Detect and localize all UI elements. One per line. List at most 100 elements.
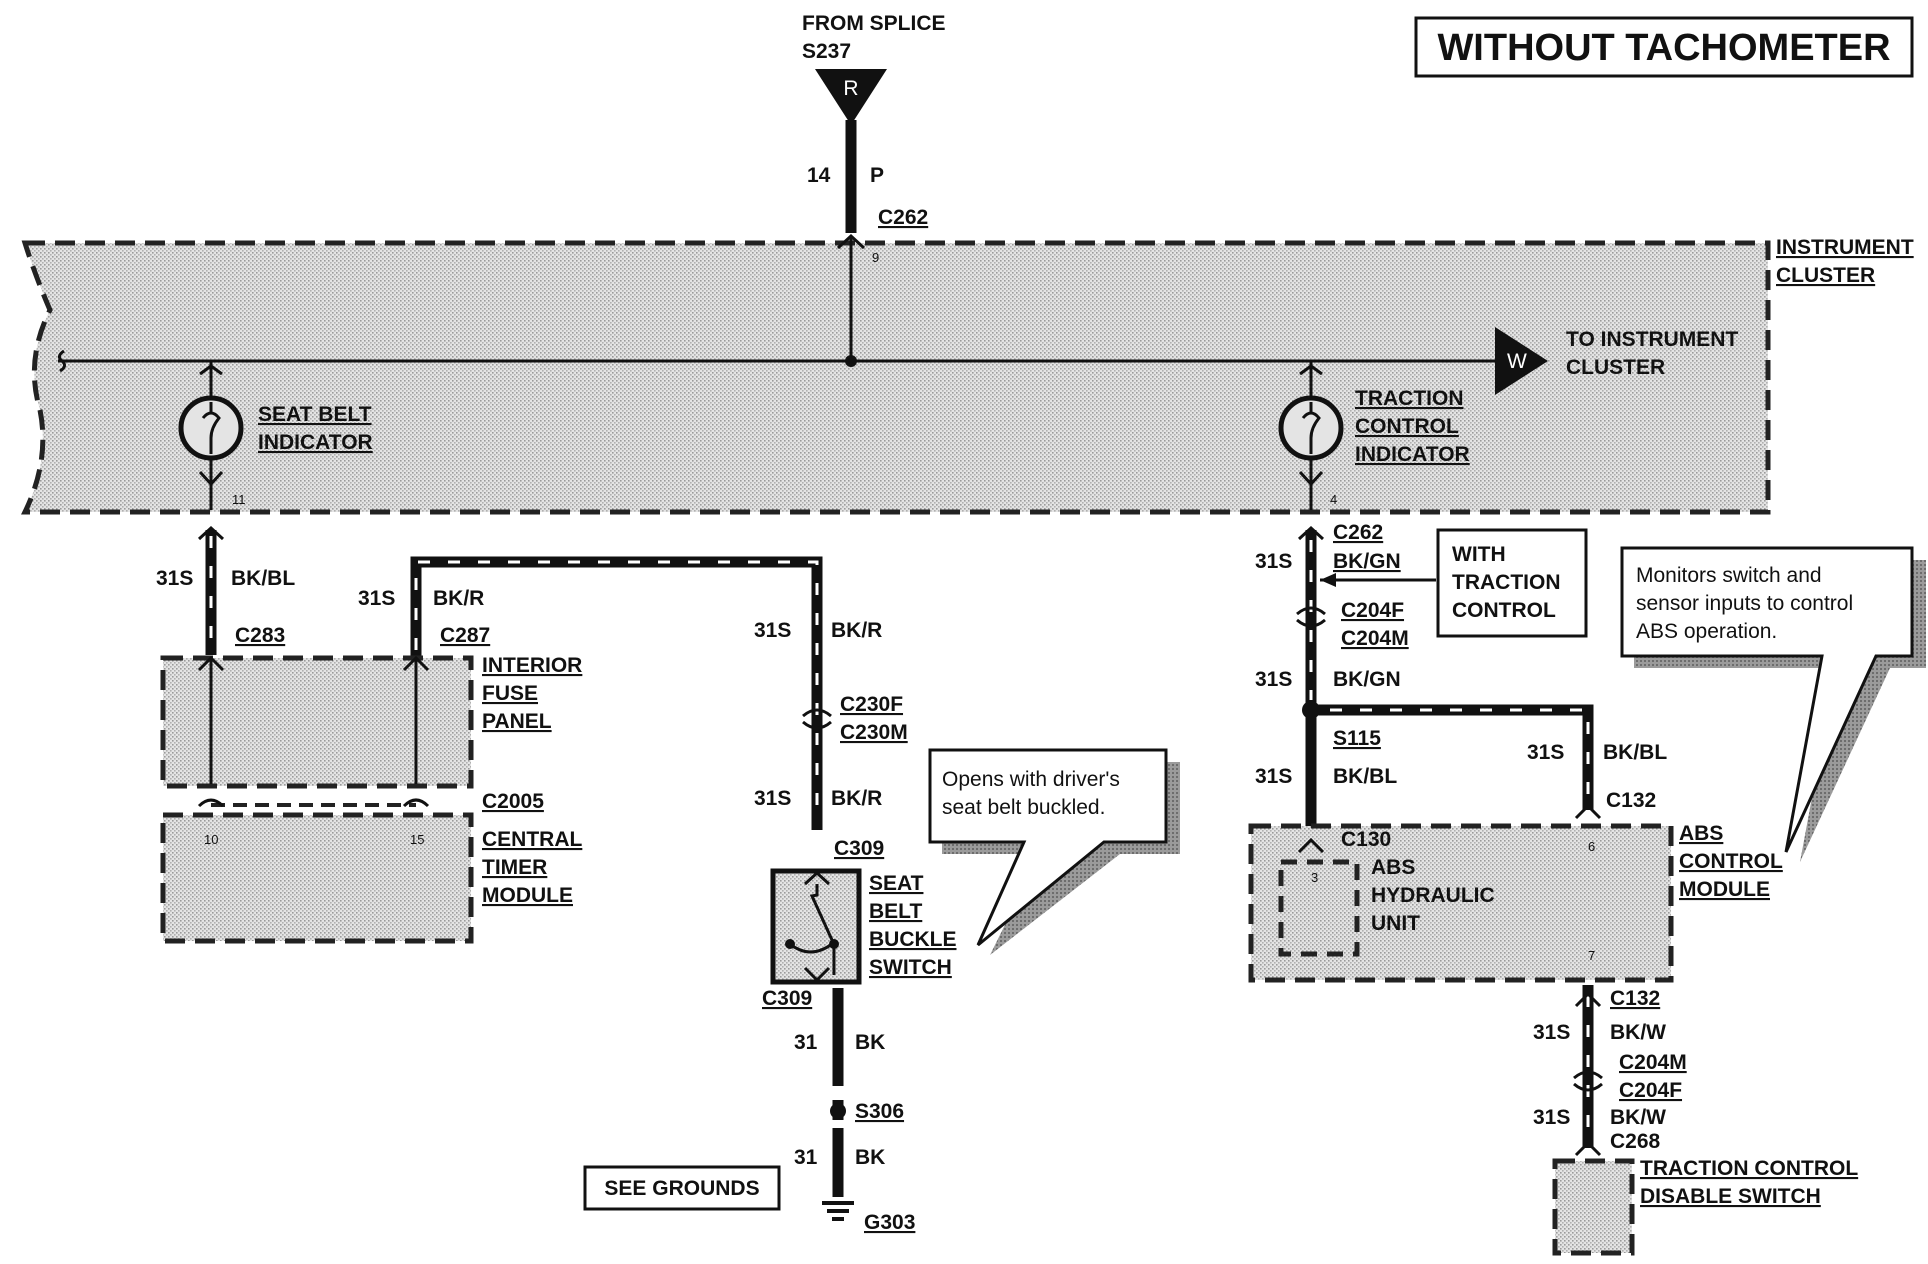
buckle-wire-b-color: BK/R bbox=[831, 787, 882, 810]
c230f-label: C230F bbox=[840, 693, 903, 716]
central-timer-module bbox=[160, 812, 474, 944]
tc-indicator-label-1: TRACTION bbox=[1355, 387, 1464, 410]
c262-lower-connector-icon bbox=[1297, 525, 1325, 541]
c283-connector-icon bbox=[197, 525, 225, 541]
with-tc-label-3: CONTROL bbox=[1452, 599, 1556, 622]
cluster-exit-marker-label: W bbox=[1507, 350, 1527, 373]
switch-contact-dot-b bbox=[829, 939, 839, 949]
title: WITHOUT TACHOMETER bbox=[1437, 27, 1890, 69]
hydraulic-label-2: HYDRAULIC bbox=[1371, 884, 1495, 907]
tc-indicator-label-3: INDICATOR bbox=[1355, 443, 1470, 466]
tc-lamp-icon bbox=[1278, 395, 1344, 461]
hydraulic-label-3: UNIT bbox=[1371, 912, 1420, 935]
bus-junction bbox=[845, 355, 857, 367]
right-wire4-circuit: 31S bbox=[1527, 741, 1564, 764]
switch-fork-bottom bbox=[803, 966, 831, 983]
hydraulic-label-1: ABS bbox=[1371, 856, 1415, 879]
buckle-wire-a-color: BK/R bbox=[831, 619, 882, 642]
fuse-panel-fork-a bbox=[197, 655, 225, 672]
c2005-connector-b bbox=[402, 798, 430, 808]
timer-pin-a: 10 bbox=[204, 832, 218, 847]
right-wire3-circuit: 31S bbox=[1255, 765, 1292, 788]
tc-switch-label-2: DISABLE SWITCH bbox=[1640, 1185, 1821, 1208]
c132-top-label: C132 bbox=[1606, 789, 1656, 812]
switch-label-3: BUCKLE bbox=[869, 928, 957, 951]
c230m-label: C230M bbox=[840, 721, 908, 744]
c262-top: C262 bbox=[878, 206, 928, 229]
c283-label: C283 bbox=[235, 624, 285, 647]
fuse-panel-fork-b bbox=[402, 655, 430, 672]
c268-label: C268 bbox=[1610, 1130, 1661, 1153]
cluster-exit-marker bbox=[1495, 327, 1548, 395]
c287-label: C287 bbox=[440, 624, 490, 647]
wire-c287-circuit: 31S bbox=[358, 587, 395, 610]
tc-lamp-fork-bottom bbox=[1298, 470, 1324, 487]
abs-module-label-1: ABS bbox=[1679, 822, 1723, 845]
cluster-exit-1: TO INSTRUMENT bbox=[1566, 328, 1738, 351]
c204f-lower-label: C204F bbox=[1619, 1079, 1682, 1102]
buckle-callout-2: seat belt buckled. bbox=[942, 796, 1105, 819]
abs-hydraulic-unit bbox=[1278, 859, 1360, 957]
right-wire6-color: BK/W bbox=[1610, 1106, 1666, 1129]
ground-wire-d-circuit: 31 bbox=[794, 1146, 818, 1169]
abs-callout-3: ABS operation. bbox=[1636, 620, 1777, 643]
c309-bottom-label: C309 bbox=[762, 987, 812, 1010]
source-wire-color: P bbox=[870, 164, 884, 187]
cluster-exit-2: CLUSTER bbox=[1566, 356, 1665, 379]
ground-wire-c-circuit: 31 bbox=[794, 1031, 818, 1054]
abs-module-pin-in: 6 bbox=[1588, 839, 1595, 854]
seat-belt-lamp-filament bbox=[201, 402, 221, 454]
tc-lamp-filament bbox=[1301, 402, 1321, 454]
see-grounds-box[interactable] bbox=[583, 1165, 781, 1211]
see-grounds-label[interactable]: SEE GROUNDS bbox=[604, 1177, 759, 1200]
c130-connector-icon bbox=[1297, 837, 1325, 854]
source-marker-label: R bbox=[843, 77, 858, 100]
switch-label-4: SWITCH bbox=[869, 956, 952, 979]
fuse-panel-label-1: INTERIOR bbox=[482, 654, 582, 677]
timer-pin-b: 15 bbox=[410, 832, 424, 847]
right-wire3-color: BK/BL bbox=[1333, 765, 1397, 788]
right-wire2-circuit: 31S bbox=[1255, 668, 1292, 691]
c132-bottom-connector-icon bbox=[1574, 991, 1602, 1008]
cluster-label-1: INSTRUMENT bbox=[1776, 236, 1914, 259]
g303-label: G303 bbox=[864, 1211, 915, 1234]
seat-belt-indicator-label-2: INDICATOR bbox=[258, 431, 373, 454]
abs-callout bbox=[1620, 546, 1914, 853]
tc-pin: 4 bbox=[1330, 492, 1337, 507]
seat-belt-lamp-icon bbox=[178, 395, 244, 461]
seat-belt-indicator-label-1: SEAT BELT bbox=[258, 403, 372, 426]
right-wire4-color: BK/BL bbox=[1603, 741, 1667, 764]
source-label-1: FROM SPLICE bbox=[802, 12, 946, 35]
switch-fork-top bbox=[803, 870, 831, 886]
with-tc-arrowhead bbox=[1320, 573, 1336, 587]
s115-label: S115 bbox=[1333, 727, 1381, 750]
c204f-label: C204F bbox=[1341, 599, 1404, 622]
traction-control-disable-switch bbox=[1552, 1158, 1635, 1256]
timer-module-label-2: TIMER bbox=[482, 856, 547, 879]
right-wire1-color: BK/GN bbox=[1333, 550, 1401, 573]
c268-connector-icon bbox=[1574, 1140, 1602, 1157]
c132-bottom-label: C132 bbox=[1610, 987, 1660, 1010]
abs-callout-2: sensor inputs to control bbox=[1636, 592, 1853, 615]
title-box bbox=[1414, 16, 1914, 78]
wire-s115-to-c132 bbox=[1311, 704, 1594, 810]
right-wire5-color: BK/W bbox=[1610, 1021, 1666, 1044]
c132-top-connector-icon bbox=[1574, 803, 1602, 820]
c230-connector-icon bbox=[802, 708, 832, 730]
abs-module-pin-out: 7 bbox=[1588, 948, 1595, 963]
c262-pin: 9 bbox=[872, 250, 879, 265]
ground-wire-d-color: BK bbox=[855, 1146, 885, 1169]
fuse-panel-label-3: PANEL bbox=[482, 710, 552, 733]
c204-connector-icon bbox=[1296, 606, 1326, 628]
c2005-connector-a bbox=[197, 798, 225, 808]
right-wire6-circuit: 31S bbox=[1533, 1106, 1570, 1129]
tc-lamp-fork-top bbox=[1299, 364, 1323, 376]
interior-fuse-panel bbox=[160, 655, 474, 789]
switch-label-1: SEAT bbox=[869, 872, 924, 895]
with-tc-box bbox=[1436, 528, 1588, 638]
with-tc-label-2: TRACTION bbox=[1452, 571, 1561, 594]
c204m-lower-label: C204M bbox=[1619, 1051, 1687, 1074]
tc-indicator-label-2: CONTROL bbox=[1355, 415, 1459, 438]
source-marker bbox=[815, 69, 887, 125]
wire-c283-circuit: 31S bbox=[156, 567, 193, 590]
